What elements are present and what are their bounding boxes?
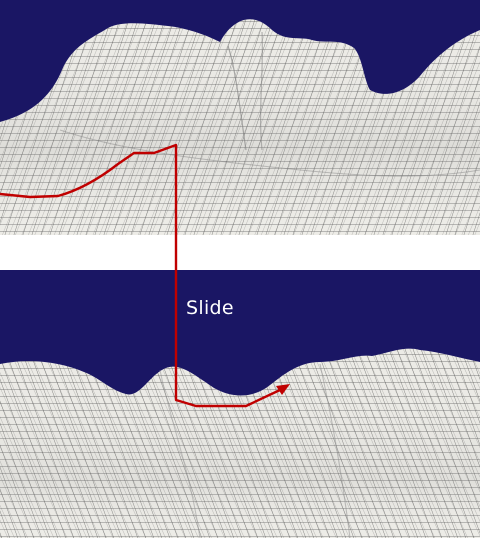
separator-gap [0,235,480,270]
slide-label: Slide [186,297,234,319]
bottom-terrain-panel [0,270,480,538]
bottom-terrain-render [0,270,480,538]
top-terrain-render [0,0,480,235]
top-terrain-panel [0,0,480,235]
